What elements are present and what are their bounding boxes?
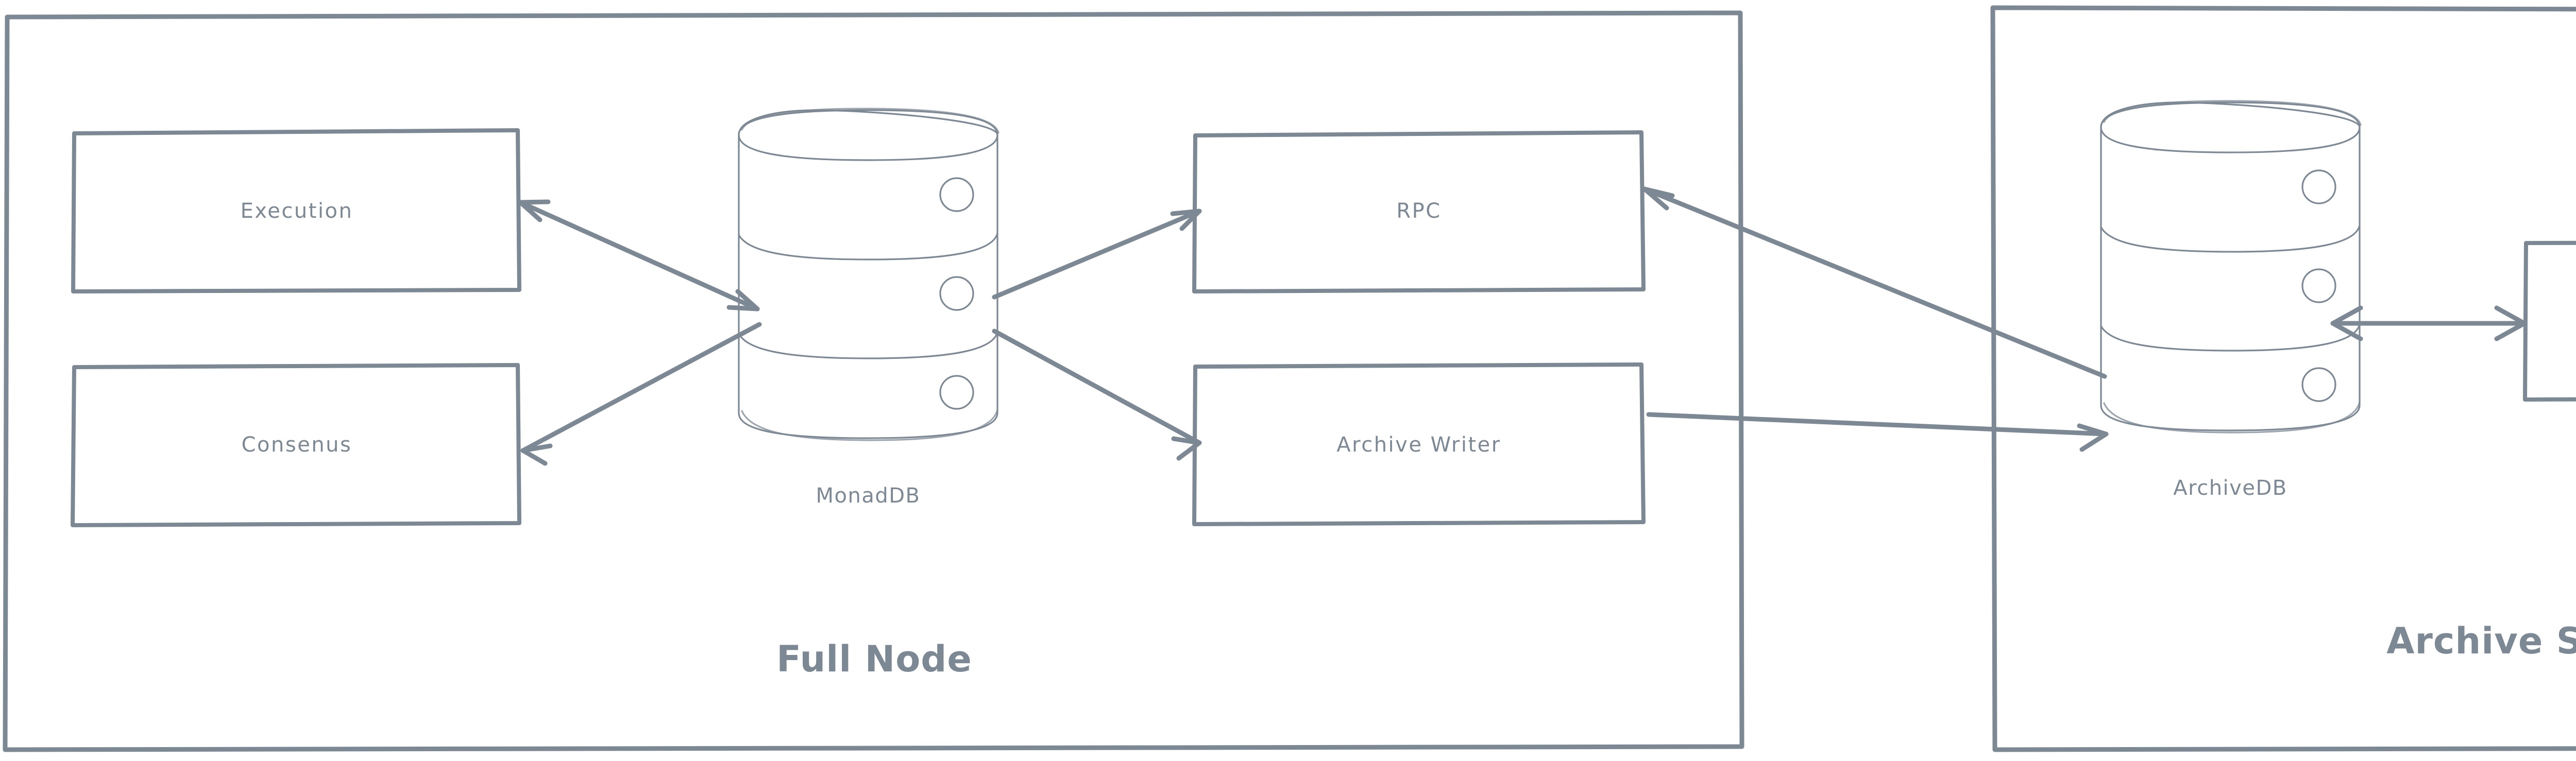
node-consensus-label: Consenus xyxy=(242,433,352,457)
node-archive-writer-border xyxy=(1192,362,1646,526)
node-archive-writer-label: Archive Writer xyxy=(1336,433,1501,457)
edge-monaddb-archive-writer xyxy=(992,328,1202,461)
node-consensus-border xyxy=(71,363,521,527)
edge-archivedb-rpc xyxy=(1642,186,2107,379)
node-archivedb-bottom-sketch xyxy=(2103,401,2361,434)
node-execution-border xyxy=(71,128,521,293)
panel-archive-server-border xyxy=(1990,5,2576,752)
node-rpc-label: RPC xyxy=(1396,199,1441,223)
node-monaddb-top-ellipse xyxy=(738,109,998,161)
node-monaddb-indicator-1 xyxy=(939,177,974,212)
node-archivedb-top-sketch xyxy=(2103,100,2362,126)
node-archivedb-indicator-2 xyxy=(2301,268,2336,303)
node-rpc-border xyxy=(1192,130,1646,293)
node-indexer[interactable]: Indexer xyxy=(2523,240,2576,402)
panel-archive-server[interactable] xyxy=(1990,5,2576,752)
node-archivedb-top-ellipse xyxy=(2100,101,2361,153)
node-monaddb-bottom-sketch xyxy=(741,409,998,441)
node-indexer-border xyxy=(2523,240,2576,402)
node-monaddb-top-sketch xyxy=(741,108,999,134)
node-monaddb-label: MonadDB xyxy=(816,484,921,508)
node-consensus[interactable]: Consenus xyxy=(71,363,521,527)
edge-archivedb-indexer xyxy=(2330,305,2527,341)
node-monaddb-indicator-3 xyxy=(939,375,974,410)
node-rpc[interactable]: RPC xyxy=(1192,130,1646,293)
edge-monaddb-rpc xyxy=(992,209,1202,300)
edge-monaddb-consensus xyxy=(520,322,762,466)
node-execution-label: Execution xyxy=(241,199,353,223)
node-archivedb[interactable]: ArchiveDB xyxy=(2100,100,2362,500)
panel-full-node-title: Full Node xyxy=(776,638,972,680)
panel-full-node[interactable] xyxy=(3,10,1744,752)
node-execution[interactable]: Execution xyxy=(71,128,521,293)
node-archivedb-divider-1 xyxy=(2100,224,2361,253)
panel-archive-server-title: Archive Server xyxy=(2386,620,2576,662)
node-archive-writer[interactable]: Archive Writer xyxy=(1192,362,1646,526)
node-monaddb-divider-2 xyxy=(738,331,998,359)
node-archivedb-label: ArchiveDB xyxy=(2173,476,2287,500)
node-archivedb-divider-2 xyxy=(2100,323,2361,352)
node-archivedb-indicator-1 xyxy=(2301,169,2336,204)
node-monaddb-divider-1 xyxy=(738,232,998,261)
panel-full-node-border xyxy=(3,10,1744,752)
node-monaddb-indicator-2 xyxy=(939,276,974,311)
node-archivedb-indicator-3 xyxy=(2301,367,2336,402)
edge-monaddb-execution xyxy=(518,199,760,312)
edge-archive-writer-archivedb xyxy=(1646,412,2109,452)
node-monaddb[interactable]: MonadDB xyxy=(738,108,999,508)
